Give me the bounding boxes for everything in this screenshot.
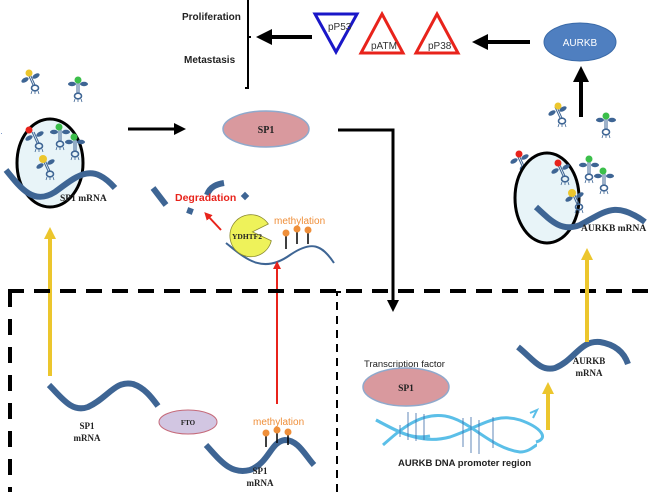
partial-edge-mark: · [0, 128, 3, 138]
m6a-marks-bottom [262, 426, 292, 447]
right-ribosome-label: AURKB mRNA [581, 224, 646, 234]
amino-acid-icon [554, 102, 562, 110]
sp1-protein-label: SP1 [258, 125, 275, 136]
arrow-sp1-to-nucleus [338, 128, 399, 312]
amino-acid-icon [602, 112, 610, 120]
pp53-label: pP53 [328, 22, 352, 33]
methylation-label-bottom: methylation [253, 417, 304, 428]
sp1-mrna-label-3: SP1 [252, 466, 268, 476]
sp1-mrna-label-4: mRNA [247, 478, 274, 488]
left-ribosome-label: SP1 mRNA [60, 194, 107, 204]
pp53-triangle [312, 12, 360, 56]
aurkb-mrna-label-2: mRNA [576, 368, 603, 378]
fto-label: FTO [181, 419, 196, 427]
left-ribosome [3, 117, 118, 209]
sp1-mrna-label-2: mRNA [74, 433, 101, 443]
fto-enzyme [158, 409, 218, 435]
amino-acid-icon [515, 150, 523, 158]
sp1-mrna-methylated [203, 436, 317, 474]
aurkb-protein [543, 22, 617, 62]
pp38-label: pP38 [428, 41, 452, 52]
sp1-mrna-demethylated [46, 380, 161, 412]
pp38-triangle [413, 10, 461, 55]
transcription-factor-label: Transcription factor [364, 359, 445, 370]
sp1-transcription-factor [362, 367, 450, 407]
metastasis-label: Metastasis [184, 55, 236, 66]
sp1-mrna-label-1: SP1 [79, 421, 95, 431]
right-ribosome [513, 151, 647, 245]
reader-label: YDHTF2 [232, 232, 262, 241]
proliferation-label: Proliferation [182, 12, 241, 23]
ythdf2-reader [229, 214, 272, 258]
aurkb-mrna-label-1: AURKB [573, 356, 606, 366]
amino-acid-icon [74, 76, 82, 84]
sp1-tf-label: SP1 [398, 384, 414, 394]
amino-acid-icon [25, 69, 33, 77]
aurkb-protein-label: AURKB [563, 38, 598, 49]
trna-icon [595, 116, 617, 139]
degradation-label: Degradation [175, 192, 236, 204]
m6a-marks [282, 225, 312, 249]
patm-triangle [358, 10, 406, 55]
degraded-mrna-fragments [150, 180, 250, 215]
arrow-to-degradation [204, 212, 222, 231]
patm-label: pATM [371, 41, 397, 52]
aurkb-mrna [516, 338, 631, 372]
methylation-label-top: methylation [274, 216, 325, 227]
sp1-protein [222, 110, 310, 148]
outcome-bracket [245, 0, 251, 89]
dna-promoter-label: AURKB DNA promoter region [398, 458, 531, 469]
trna-icon [67, 80, 89, 103]
nucleus-boundary [8, 289, 650, 492]
dna-helix [375, 408, 544, 454]
